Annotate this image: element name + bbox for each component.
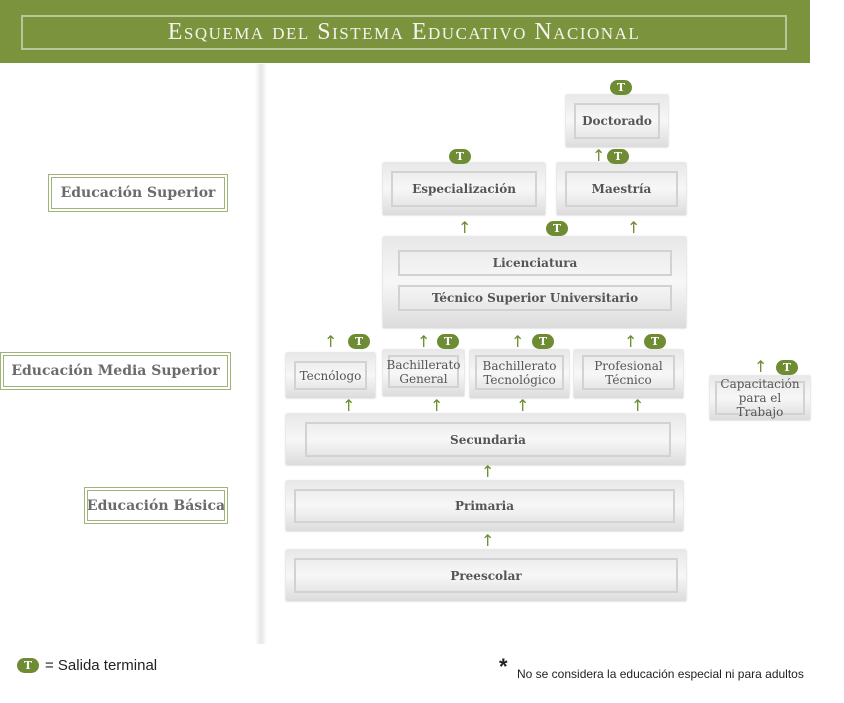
arrow-up-icon: ↑ — [342, 396, 356, 415]
box-label: Bachillerato General — [387, 355, 461, 388]
box-primaria: Primaria — [286, 481, 683, 531]
arrow-up-icon: ↑ — [624, 332, 638, 351]
arrow-up-icon: ↑ — [631, 396, 645, 415]
level-text: Educación Media Superior — [11, 363, 220, 379]
terminal-badge: T — [437, 334, 459, 349]
box-label: Profesional Técnico — [582, 355, 675, 390]
level-label-basica: Educación Básica — [84, 487, 228, 524]
box-maestria: Maestría — [557, 163, 686, 215]
box-label: Capacitación para el Trabajo — [715, 377, 805, 419]
box-label: Doctorado — [574, 103, 660, 139]
arrow-up-icon: ↑ — [754, 357, 768, 376]
legend-terminal-badge: T — [17, 658, 39, 673]
arrow-up-icon: ↑ — [417, 332, 431, 351]
arrow-up-icon: ↑ — [481, 462, 495, 481]
box-doctorado: Doctorado — [566, 95, 668, 147]
arrow-up-icon: ↑ — [511, 332, 525, 351]
arrow-up-icon: ↑ — [481, 531, 495, 550]
arrow-up-icon: ↑ — [516, 396, 530, 415]
box-capacitacion: Capacitación para el Trabajo — [710, 376, 810, 420]
box-label: Tecnólogo — [294, 361, 367, 390]
header-banner: Esquema del Sistema Educativo Nacional — [0, 0, 810, 63]
box-label: Secundaria — [305, 422, 671, 457]
box-tsu: Técnico Superior Universitario — [398, 285, 672, 311]
terminal-badge: T — [610, 80, 632, 95]
box-licenciatura: Licenciatura — [398, 250, 672, 276]
box-label: Primaria — [294, 489, 675, 523]
terminal-badge: T — [644, 334, 666, 349]
level-label-media: Educación Media Superior — [0, 352, 231, 390]
box-bach-general: Bachillerato General — [383, 350, 464, 396]
terminal-badge: T — [546, 221, 568, 236]
arrow-up-icon: ↑ — [324, 332, 338, 351]
box-secundaria: Secundaria — [286, 414, 685, 465]
box-licenciatura-group: Licenciatura Técnico Superior Universita… — [383, 237, 686, 328]
box-label: Especialización — [391, 171, 537, 207]
divider — [255, 64, 267, 644]
box-preescolar: Preescolar — [286, 550, 686, 601]
arrow-up-icon: ↑ — [458, 218, 472, 237]
note-asterisk: * — [499, 654, 508, 679]
box-prof-tecnico: Profesional Técnico — [574, 350, 683, 398]
box-especializacion: Especialización — [383, 163, 545, 215]
terminal-badge: T — [449, 149, 471, 164]
level-label-superior: Educación Superior — [48, 174, 228, 212]
box-bach-tecnologico: Bachillerato Tecnológico — [470, 350, 569, 398]
level-text: Educación Superior — [60, 185, 216, 201]
terminal-badge: T — [348, 334, 370, 349]
terminal-badge: T — [607, 149, 629, 164]
arrow-up-icon: ↑ — [430, 396, 444, 415]
arrow-up-icon: ↑ — [627, 218, 641, 237]
title: Esquema del Sistema Educativo Nacional — [21, 15, 787, 50]
terminal-badge: T — [532, 334, 554, 349]
box-label: Bachillerato Tecnológico — [475, 355, 564, 390]
footnote: No se considera la educación especial ni… — [517, 667, 804, 681]
terminal-badge: T — [776, 360, 798, 375]
box-tecnologo: Tecnólogo — [286, 353, 375, 398]
arrow-up-icon: ↑ — [592, 146, 606, 165]
legend-text: = Salida terminal — [45, 657, 158, 674]
box-label: Maestría — [565, 171, 678, 207]
level-text: Educación Básica — [86, 497, 226, 514]
box-label: Preescolar — [294, 558, 678, 593]
